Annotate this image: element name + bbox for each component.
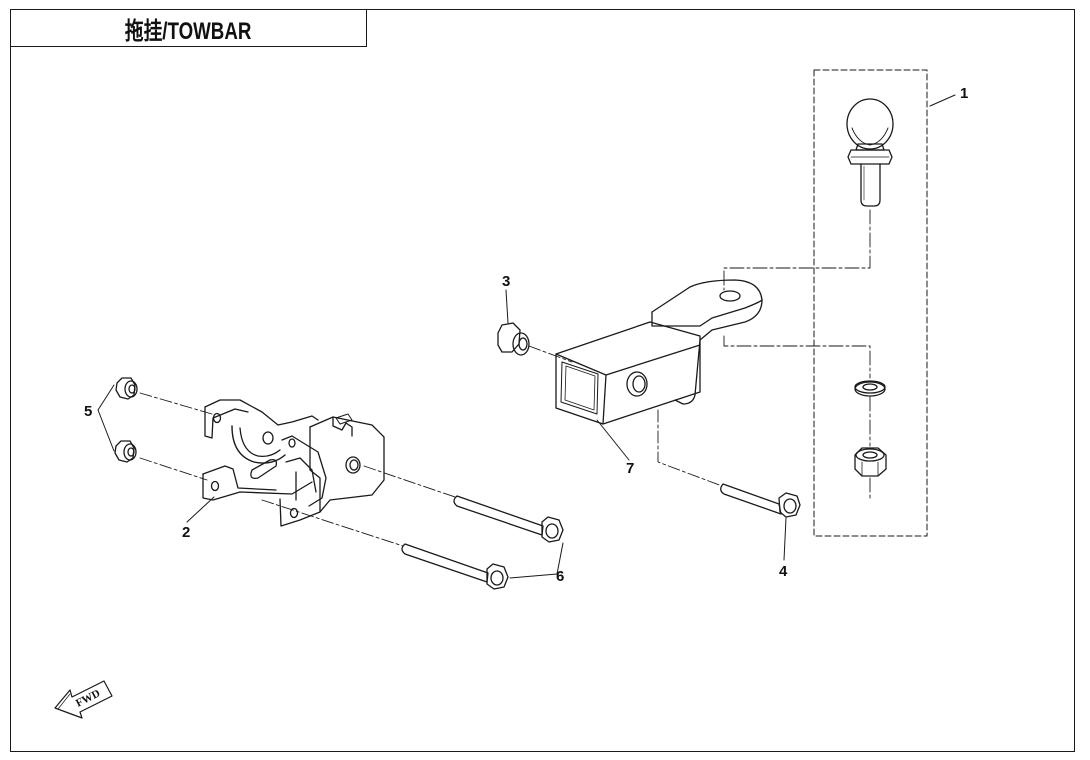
tow-ball [846,98,894,207]
frame-bolt-lower-center-line [261,499,404,547]
leader-lines [97,94,956,579]
callout-1: 1 [960,85,968,102]
callout-3: 3 [502,273,510,290]
hex-nut [854,447,887,477]
lock-washer [854,380,886,397]
washer-center-line [723,335,871,499]
hitch-bolt-center-line [657,409,723,487]
flange-nut-center-line [528,345,573,363]
page-title: 拖挂/TOWBAR [125,17,252,45]
mounting-bracket [202,399,385,527]
diagram-frame [10,9,1075,752]
callout-6: 6 [556,568,564,585]
ball-center-line [723,209,871,291]
frame-bolt-upper-center-line [363,465,456,498]
callout-5: 5 [84,403,92,420]
fwd-label: FWD [74,687,102,709]
frame-nut-lower-center-line [139,457,208,481]
forward-arrow-icon: FWD [54,680,113,719]
frame-bolt-upper [453,495,564,543]
receiver-hitch [555,279,763,425]
frame-bolt-lower [401,543,509,590]
hitch-bolt [720,483,801,518]
title-box: 拖挂/TOWBAR [10,9,367,47]
ball-mount-group-box [813,69,928,537]
callout-4: 4 [779,563,788,580]
frame-nut-upper-center-line [139,392,213,415]
callout-7: 7 [626,460,634,477]
callout-2: 2 [182,524,190,541]
flange-nut [497,322,530,356]
frame-nut-lower [114,440,137,463]
frame-nut-upper [115,377,138,400]
